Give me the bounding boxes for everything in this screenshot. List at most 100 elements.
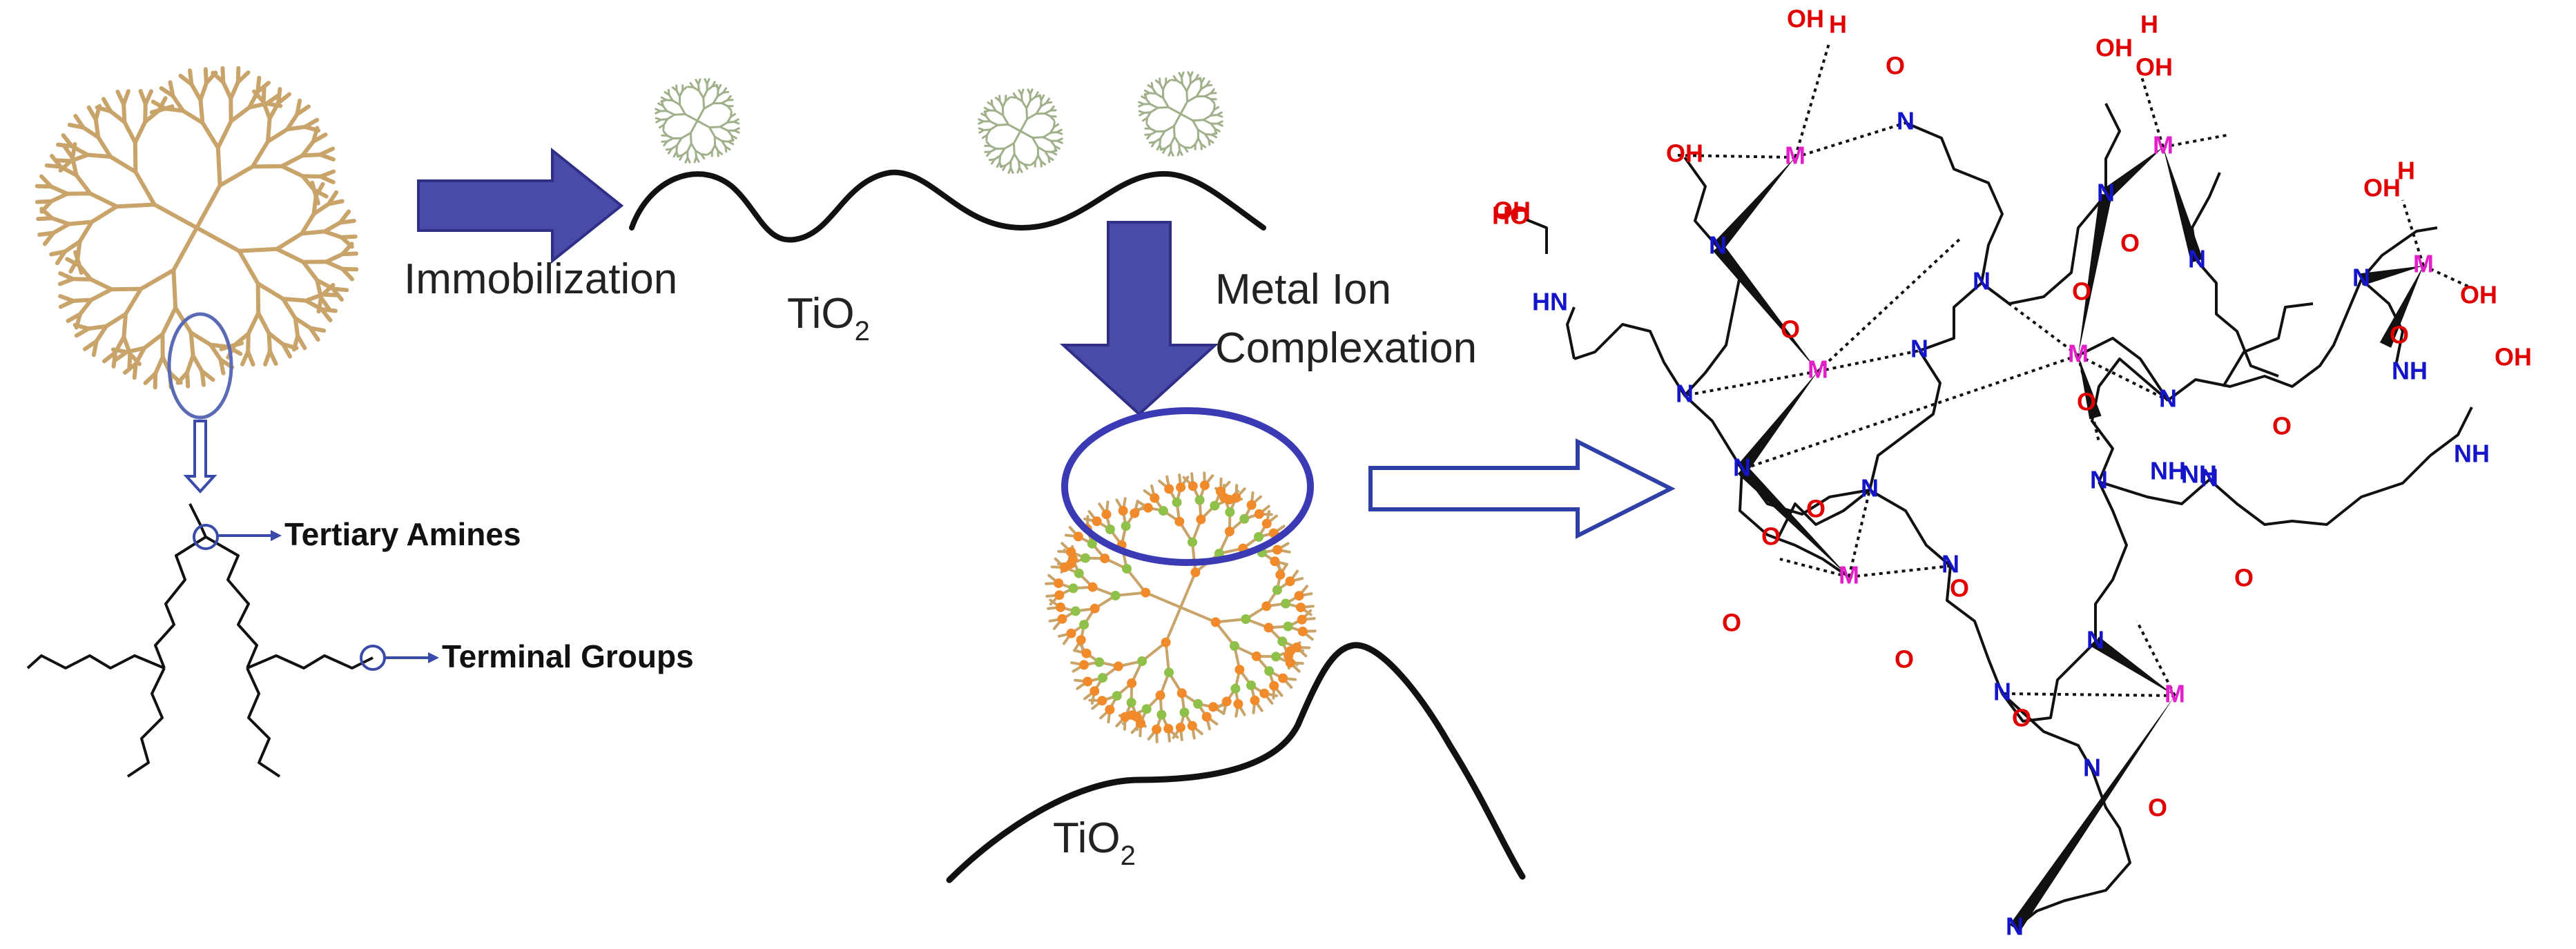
- dendrimer-branch: [237, 246, 279, 253]
- small-dendrimer-branch: [1210, 114, 1219, 117]
- dendrimer-branch: [78, 297, 93, 316]
- dendrimer-branch: [122, 120, 137, 145]
- metal-binding-node: [1210, 617, 1221, 627]
- dendrimer-branch: [255, 281, 261, 315]
- dendrimer-branch: [266, 116, 272, 144]
- metal-binding-node: [1079, 620, 1090, 630]
- atom-m: M: [2153, 131, 2173, 159]
- metal-binding-node: [1068, 583, 1078, 594]
- dendrimer-branch: [143, 101, 148, 124]
- metal-binding-node: [1094, 657, 1105, 667]
- atom-oh: OH: [2095, 34, 2133, 62]
- dendrimer-branch: [74, 173, 93, 196]
- metal-binding-node: [1277, 636, 1288, 647]
- atom-oh: OH: [2460, 281, 2497, 309]
- metal-binding-node: [1297, 614, 1307, 625]
- dendrimer-focus-ellipse: [167, 312, 233, 420]
- small-dendrimer-branch: [1020, 88, 1025, 96]
- complexation-arrow: [1059, 221, 1219, 416]
- dendrimer-branch: [304, 298, 324, 312]
- metal-binding-node: [1161, 637, 1171, 647]
- metal-binding-node: [1283, 621, 1293, 632]
- small-dendrimer-branch: [1194, 137, 1199, 146]
- small-dendrimer-branch: [1149, 103, 1159, 109]
- atom-oh: OH: [1666, 139, 1703, 168]
- label-terminal-groups: Terminal Groups: [442, 638, 694, 674]
- dendrimer-branch: [266, 127, 290, 144]
- dendrimer-branch: [319, 307, 333, 322]
- coordination-bond: [1848, 565, 1951, 578]
- small-dendrimer-branch: [1143, 111, 1152, 114]
- metal-binding-node: [1172, 497, 1182, 507]
- metal-binding-node: [1175, 723, 1185, 732]
- backbone-bond: [2360, 226, 2438, 281]
- small-dendrimer-branch: [667, 88, 670, 96]
- small-dendrimer-branch: [1018, 160, 1020, 169]
- complex-bonds: [1525, 103, 2473, 930]
- small-dendrimer-branch: [1007, 167, 1012, 174]
- small-dendrimer-branch: [1197, 128, 1207, 135]
- dendrimer-branch: [327, 199, 345, 206]
- small-dendrimer-branch: [1145, 97, 1152, 106]
- wedge-bond: [2102, 147, 2163, 199]
- dendrimer-branch: [300, 139, 316, 158]
- atom-n: N: [2006, 912, 2024, 941]
- metal-binding-node: [1230, 683, 1241, 694]
- dendrimer-branch: [209, 342, 231, 349]
- small-dendrimer-branch: [1202, 119, 1212, 125]
- backbone-bond: [1868, 349, 1941, 491]
- small-dendrimer-branch: [702, 89, 708, 99]
- small-dendrimer-branch: [727, 140, 735, 146]
- atom-n: N: [1993, 678, 2011, 706]
- metal-binding-node: [1056, 602, 1065, 612]
- dendrimer-branch: [61, 133, 75, 148]
- small-dendrimer-branch: [686, 142, 693, 153]
- dendrimer-branch: [71, 297, 93, 303]
- dendrimer-branch: [88, 191, 119, 209]
- dendrimer-branch: [240, 349, 251, 366]
- small-dendrimer-branch: [679, 104, 686, 115]
- dendrimer-branch: [104, 312, 128, 329]
- wedge-bond: [1712, 243, 1818, 371]
- small-dendrimer-branch: [1025, 99, 1032, 110]
- dendrimer-branch: [171, 94, 185, 113]
- dendrimer-branch: [39, 174, 53, 189]
- dendrimer-branch: [115, 202, 157, 209]
- dendrimer-branch: [267, 331, 272, 353]
- small-dendrimer-branch: [713, 135, 724, 142]
- small-dendrimer-branch: [1181, 76, 1183, 85]
- metal-binding-node: [1188, 481, 1198, 491]
- dendrimer-branch: [324, 252, 345, 264]
- metal-binding-node: [1281, 598, 1291, 609]
- metal-binding-node: [1126, 698, 1136, 707]
- small-dendrimer-branch: [707, 150, 713, 156]
- wedge-bond: [1736, 371, 1818, 473]
- small-dendrimer-branch: [983, 106, 991, 112]
- small-dendrimer-branch: [696, 119, 711, 129]
- small-dendrimer-branch: [994, 110, 1005, 117]
- metal-binding-node: [1285, 658, 1295, 668]
- small-dendrimer-branch: [1042, 131, 1052, 139]
- dendrimer-branch: [188, 68, 194, 87]
- metal-binding-node: [1164, 484, 1174, 494]
- small-dendrimer-branch: [660, 96, 668, 101]
- atom-n: N: [2352, 264, 2370, 292]
- backbone-bond: [1566, 306, 1576, 360]
- coordination-bonds: [1677, 41, 2469, 697]
- dendrimer-branch: [66, 219, 94, 226]
- small-dendrimer-branch: [1204, 133, 1210, 141]
- dendrimer-branch: [195, 183, 222, 230]
- dendrimer-branch: [94, 324, 108, 344]
- atom-nh: NH: [2181, 460, 2217, 489]
- tertiary-amine-marker: [193, 524, 219, 550]
- complex-branch: [1214, 620, 1236, 647]
- atom-n: N: [2097, 179, 2115, 207]
- small-dendrimer-branch: [1034, 154, 1039, 163]
- small-dendrimer-branch: [721, 139, 727, 148]
- metal-binding-node: [1188, 537, 1197, 547]
- dendrimer-branch: [49, 249, 67, 257]
- metal-binding-node: [1233, 699, 1243, 709]
- small-dendrimer-branch: [978, 127, 985, 131]
- small-dendrimer-branch: [1023, 163, 1029, 170]
- dendrimer-branch: [58, 271, 75, 282]
